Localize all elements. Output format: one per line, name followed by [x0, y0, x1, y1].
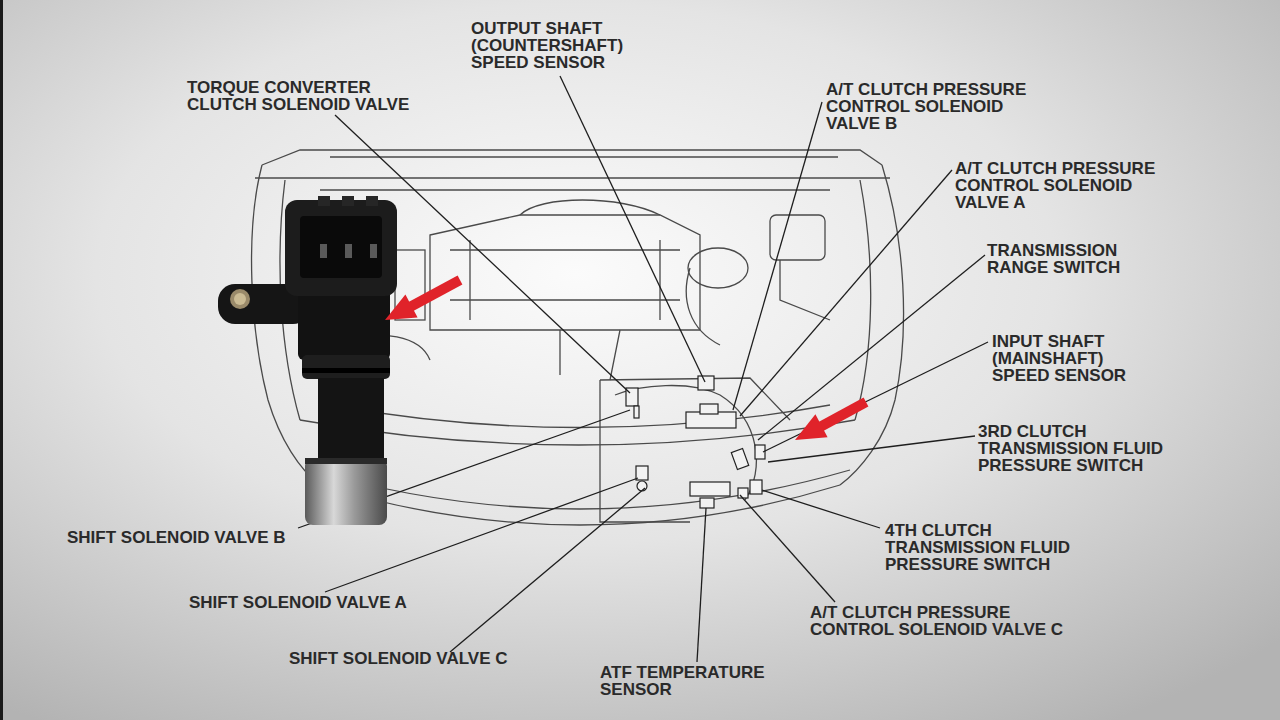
part-label: SHIFT SOLENOID VALVE B — [67, 529, 286, 546]
connector-pin — [345, 244, 352, 258]
sensor-symbol — [700, 498, 714, 508]
leader-line — [740, 170, 952, 416]
leader-line — [733, 102, 822, 410]
solenoid-block — [700, 404, 718, 414]
part-label: 3RD CLUTCH TRANSMISSION FLUID PRESSURE S… — [978, 423, 1173, 474]
solenoid-symbol — [738, 488, 748, 498]
bumper-line — [310, 470, 850, 509]
leader-line — [758, 255, 985, 440]
solenoid-symbol — [637, 481, 647, 491]
connector-rib — [318, 196, 330, 206]
connector-housing — [285, 200, 397, 296]
leader-line — [762, 490, 880, 528]
radiator-support — [330, 405, 830, 428]
arrow-shaft — [410, 280, 460, 307]
connector-rib — [366, 196, 378, 206]
connector-socket — [300, 216, 382, 278]
components — [626, 376, 765, 508]
transmission-outline — [600, 378, 790, 522]
leader-line — [560, 76, 705, 382]
leader-line — [740, 495, 835, 602]
intake — [688, 248, 748, 288]
engine-bay-drawing — [252, 150, 904, 525]
cowl-line — [262, 150, 882, 165]
frame-edge — [0, 0, 3, 720]
connector-pin — [320, 244, 327, 258]
o-ring — [302, 368, 390, 373]
leader-line — [697, 508, 706, 662]
cowl-line — [320, 189, 830, 190]
leader-line — [768, 436, 975, 462]
part-label: A/T CLUTCH PRESSURE CONTROL SOLENOID VAL… — [826, 81, 1038, 132]
cowl-line — [330, 156, 838, 157]
leader-lines — [298, 76, 988, 662]
sensor-body — [298, 288, 390, 360]
engine-detail — [450, 240, 680, 320]
part-label: A/T CLUTCH PRESSURE CONTROL SOLENOID VAL… — [810, 604, 1075, 638]
intake-hose — [686, 268, 720, 345]
part-label: TRANSMISSION RANGE SWITCH — [987, 242, 1129, 276]
speed-sensor-photo — [218, 196, 397, 525]
fender-line — [855, 180, 871, 420]
leader-line — [450, 488, 645, 652]
sensor-symbol — [731, 448, 748, 469]
arrow-head — [385, 294, 418, 320]
solenoid-symbol — [634, 406, 639, 418]
part-label: SHIFT SOLENOID VALVE C — [289, 650, 508, 667]
part-label: SHIFT SOLENOID VALVE A — [189, 594, 407, 611]
solenoid-block — [690, 482, 730, 496]
arrow-shaft — [820, 402, 866, 427]
part-label: ATF TEMPERATURE SENSOR — [600, 664, 775, 698]
mounting-hole — [230, 289, 250, 309]
part-label: OUTPUT SHAFT (COUNTERSHAFT) SPEED SENSOR — [471, 20, 633, 71]
part-label: A/T CLUTCH PRESSURE CONTROL SOLENOID VAL… — [955, 160, 1167, 211]
fender-line — [840, 165, 904, 485]
switch-symbol — [750, 480, 762, 494]
part-label: INPUT SHAFT (MAINSHAFT) SPEED SENSOR — [992, 333, 1132, 384]
arrow-head — [795, 414, 828, 440]
connector-pin — [370, 244, 377, 258]
cowl-line — [255, 177, 890, 178]
sensor-collar — [302, 355, 390, 379]
engine-cover — [430, 215, 700, 330]
leader-line — [763, 342, 988, 452]
hose — [780, 260, 830, 320]
sensor-shaft — [318, 378, 384, 464]
sensor-tip — [305, 458, 387, 525]
connector-rib — [342, 196, 354, 206]
sensor-symbol — [698, 376, 714, 390]
sensor-tip-edge — [305, 458, 387, 464]
part-label: 4TH CLUTCH TRANSMISSION FLUID PRESSURE S… — [885, 522, 1080, 573]
mounting-hole — [234, 293, 246, 305]
pointer-arrows — [385, 280, 866, 440]
part-label: TORQUE CONVERTER CLUTCH SOLENOID VALVE — [187, 79, 423, 113]
engine-detail — [520, 200, 660, 215]
